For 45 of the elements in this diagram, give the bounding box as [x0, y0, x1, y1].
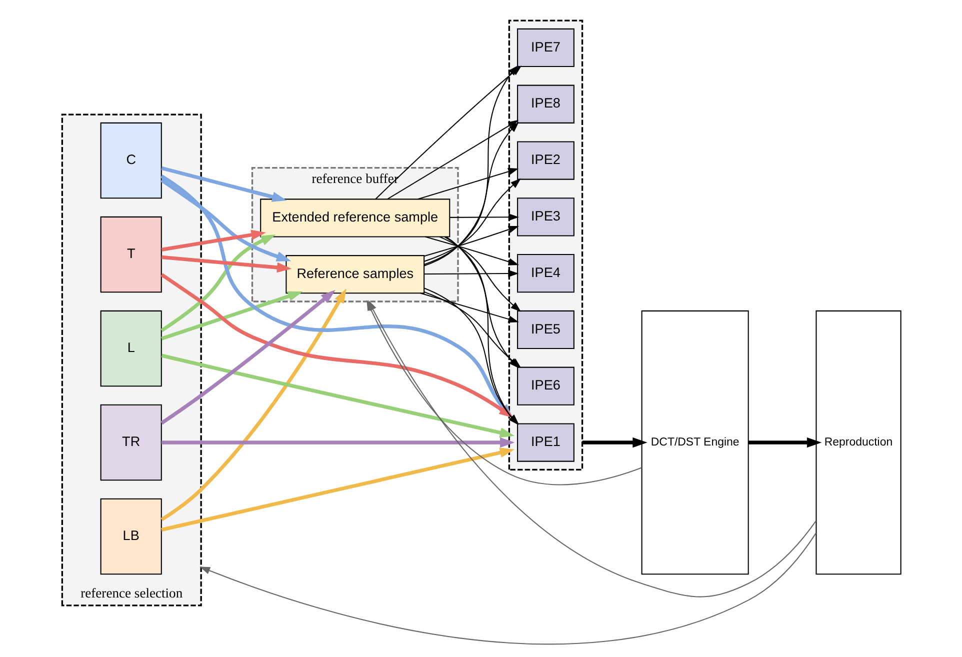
arrow [748, 437, 822, 448]
node-box: C [100, 122, 162, 199]
arrow [420, 292, 518, 323]
arrow [160, 178, 291, 262]
node-box: Extended reference sample [260, 198, 450, 238]
node-box: IPE8 [516, 84, 574, 124]
arrow [424, 236, 518, 266]
arrow [160, 230, 266, 252]
arrow [438, 236, 521, 312]
node-box: LB [100, 498, 162, 575]
node-box: T [100, 216, 162, 293]
arrow [424, 270, 518, 278]
arrow [161, 437, 514, 448]
node-box: IPE2 [516, 141, 574, 180]
arrow [444, 236, 518, 368]
node-box: IPE7 [516, 28, 574, 68]
node-box: DCT/DST Engine [640, 310, 748, 575]
node-box: IPE3 [516, 198, 574, 236]
arrow [160, 255, 292, 273]
node-box: IPE6 [516, 366, 574, 406]
arrow [199, 532, 816, 645]
node-box: Reproduction [815, 310, 901, 575]
arrow [424, 178, 520, 262]
arrow [160, 448, 514, 532]
arrow [424, 226, 518, 257]
node-box: IPE5 [516, 310, 574, 350]
arrow [160, 354, 514, 438]
node-box: L [100, 310, 162, 387]
node-box: Reference samples [285, 255, 424, 294]
node-box: TR [100, 404, 162, 481]
arrow [582, 437, 647, 448]
arrow [368, 300, 816, 598]
arrow [449, 213, 519, 221]
arrow [160, 166, 286, 202]
arrow [160, 288, 346, 522]
node-box: IPE1 [516, 423, 574, 462]
arrow [446, 236, 518, 425]
node-box: IPE4 [516, 254, 574, 293]
arrow [160, 291, 302, 340]
arrow [417, 168, 518, 200]
arrow [160, 273, 514, 418]
arrow [160, 234, 276, 332]
arrow [160, 174, 512, 418]
arrow [160, 290, 335, 425]
arrow [423, 288, 518, 425]
